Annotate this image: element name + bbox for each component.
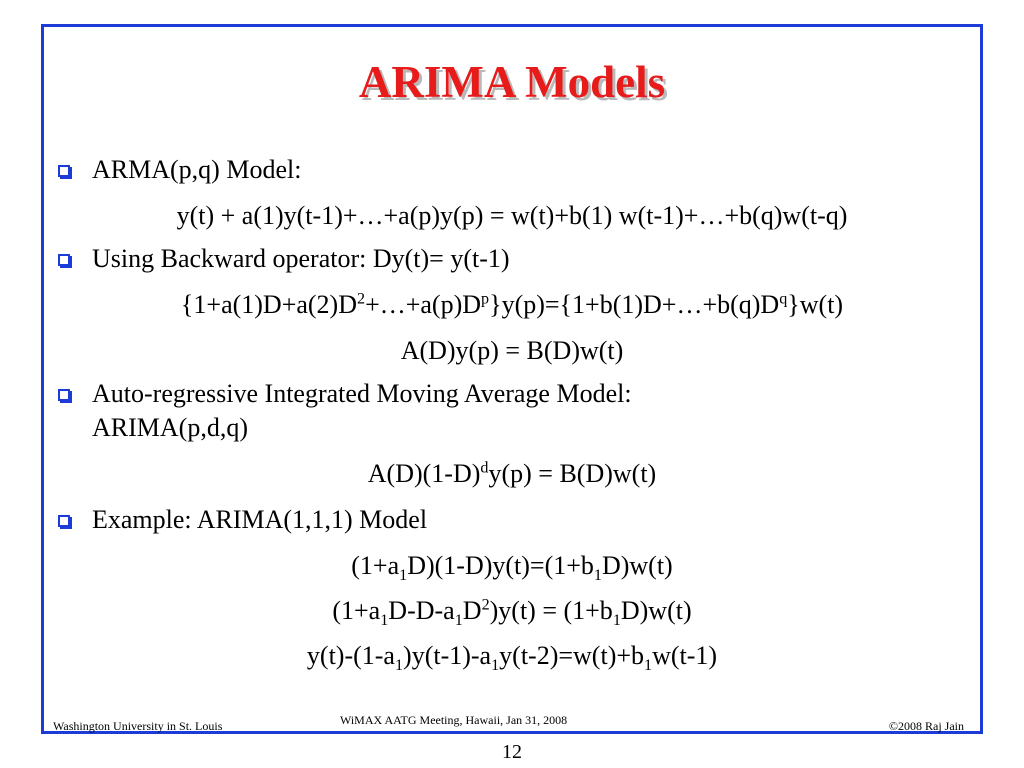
hollow-square-bullet-icon — [58, 389, 70, 401]
bullet-text: Using Backward operator: Dy(t)= y(t-1) — [92, 244, 510, 273]
bullet-text: ARMA(p,q) Model: — [92, 155, 302, 184]
footer-institution: Washington University in St. Louis — [53, 719, 223, 733]
footer-event: WiMAX AATG Meeting, Hawaii, Jan 31, 2008 — [340, 713, 568, 727]
equation-arima: A(D)(1-D)dy(p) = B(D)w(t) — [367, 459, 657, 488]
bullet-text: Example: ARIMA(1,1,1) Model — [92, 505, 428, 534]
page-number: 12 — [502, 741, 522, 763]
equation-example-1: (1+a1D)(1-D)y(t)=(1+b1D)w(t) — [351, 551, 673, 585]
slide-title: ARIMA Models — [358, 57, 666, 107]
equation-backward-form: {1+a(1)D+a(2)D2+…+a(p)Dp}y(p)={1+b(1)D+…… — [180, 290, 844, 319]
hollow-square-bullet-icon — [58, 165, 70, 177]
bullet-text-continuation: ARIMA(p,d,q) — [92, 413, 248, 442]
equation-example-2: (1+a1D-D-a1D2)y(t) = (1+b1D)w(t) — [332, 596, 692, 630]
equation-example-3: y(t)-(1-a1)y(t-1)-a1y(t-2)=w(t)+b1w(t-1) — [306, 641, 718, 675]
equation-operator-form: A(D)y(p) = B(D)w(t) — [400, 336, 624, 365]
hollow-square-bullet-icon — [58, 515, 70, 527]
bullet-text: Auto-regressive Integrated Moving Averag… — [92, 379, 632, 408]
footer-copyright: ©2008 Raj Jain — [888, 719, 964, 733]
equation-arma: y(t) + a(1)y(t-1)+…+a(p)y(p) = w(t)+b(1)… — [176, 201, 848, 230]
slide-frame — [41, 24, 983, 734]
hollow-square-bullet-icon — [58, 254, 70, 266]
